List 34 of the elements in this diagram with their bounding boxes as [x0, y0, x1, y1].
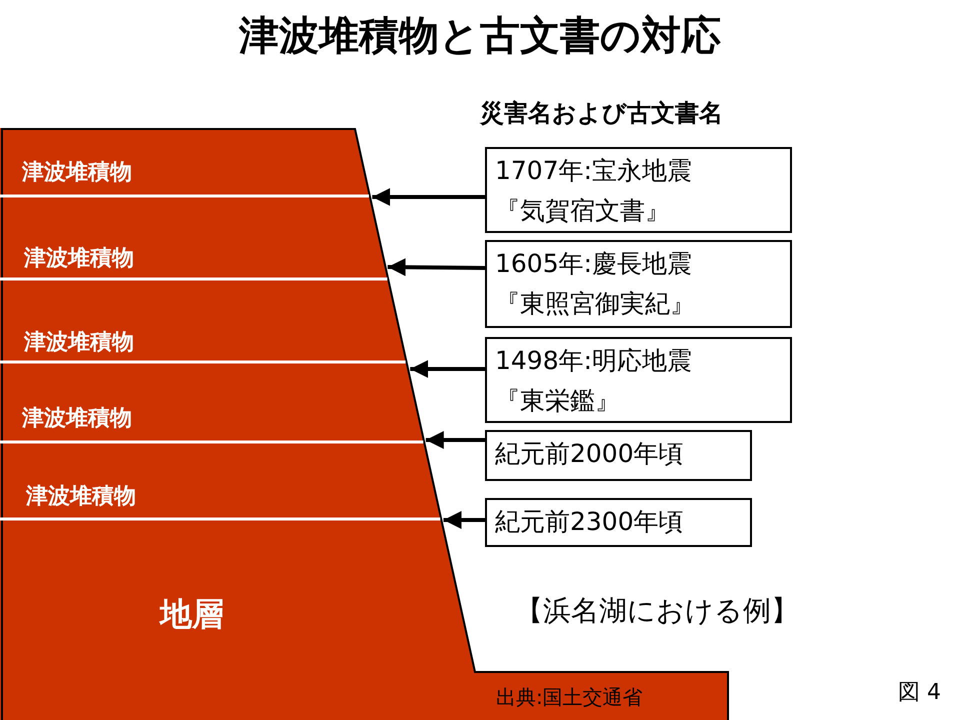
event-box: [485, 240, 792, 328]
sediment-layer: [0, 128, 371, 196]
event-box: [485, 498, 752, 547]
event-text: 『東照宮御実紀』: [495, 288, 696, 320]
heading: 災害名および古文書名: [480, 98, 723, 129]
sediment-layer: [0, 362, 426, 442]
arrow: [443, 511, 485, 529]
arrow: [410, 360, 485, 378]
sediment-layer: [0, 442, 443, 519]
title: 津波堆積物と古文書の対応: [238, 12, 722, 61]
event-box: [485, 337, 792, 423]
layer-label: 津波堆積物: [26, 483, 136, 511]
layer-label: 地層: [160, 594, 224, 635]
figure-number: 図 4: [898, 679, 941, 707]
layer-label: 津波堆積物: [24, 329, 134, 357]
arrow: [426, 431, 485, 449]
layer-label: 津波堆積物: [22, 405, 132, 433]
event-text: 1498年:明応地震: [495, 345, 694, 377]
event-box: [485, 430, 752, 481]
sediment-layer: [0, 279, 408, 362]
source-note: 出典:国土交通省: [496, 684, 643, 711]
event-text: 1605年:慶長地震: [495, 248, 694, 280]
event-text: 紀元前2000年頃: [495, 438, 685, 470]
layer-label: 津波堆積物: [24, 245, 134, 273]
event-text: 紀元前2300年頃: [495, 506, 685, 538]
caption: 【浜名湖における例】: [515, 593, 799, 629]
event-text: 『東栄鑑』: [495, 385, 621, 417]
strata-layer: [0, 519, 476, 672]
event-text: 『気賀宿文書』: [495, 195, 671, 227]
event-box: [485, 147, 792, 233]
event-text: 1707年:宝永地震: [495, 155, 694, 187]
arrow: [372, 188, 485, 206]
arrow: [388, 258, 486, 276]
layer-label: 津波堆積物: [22, 159, 132, 187]
